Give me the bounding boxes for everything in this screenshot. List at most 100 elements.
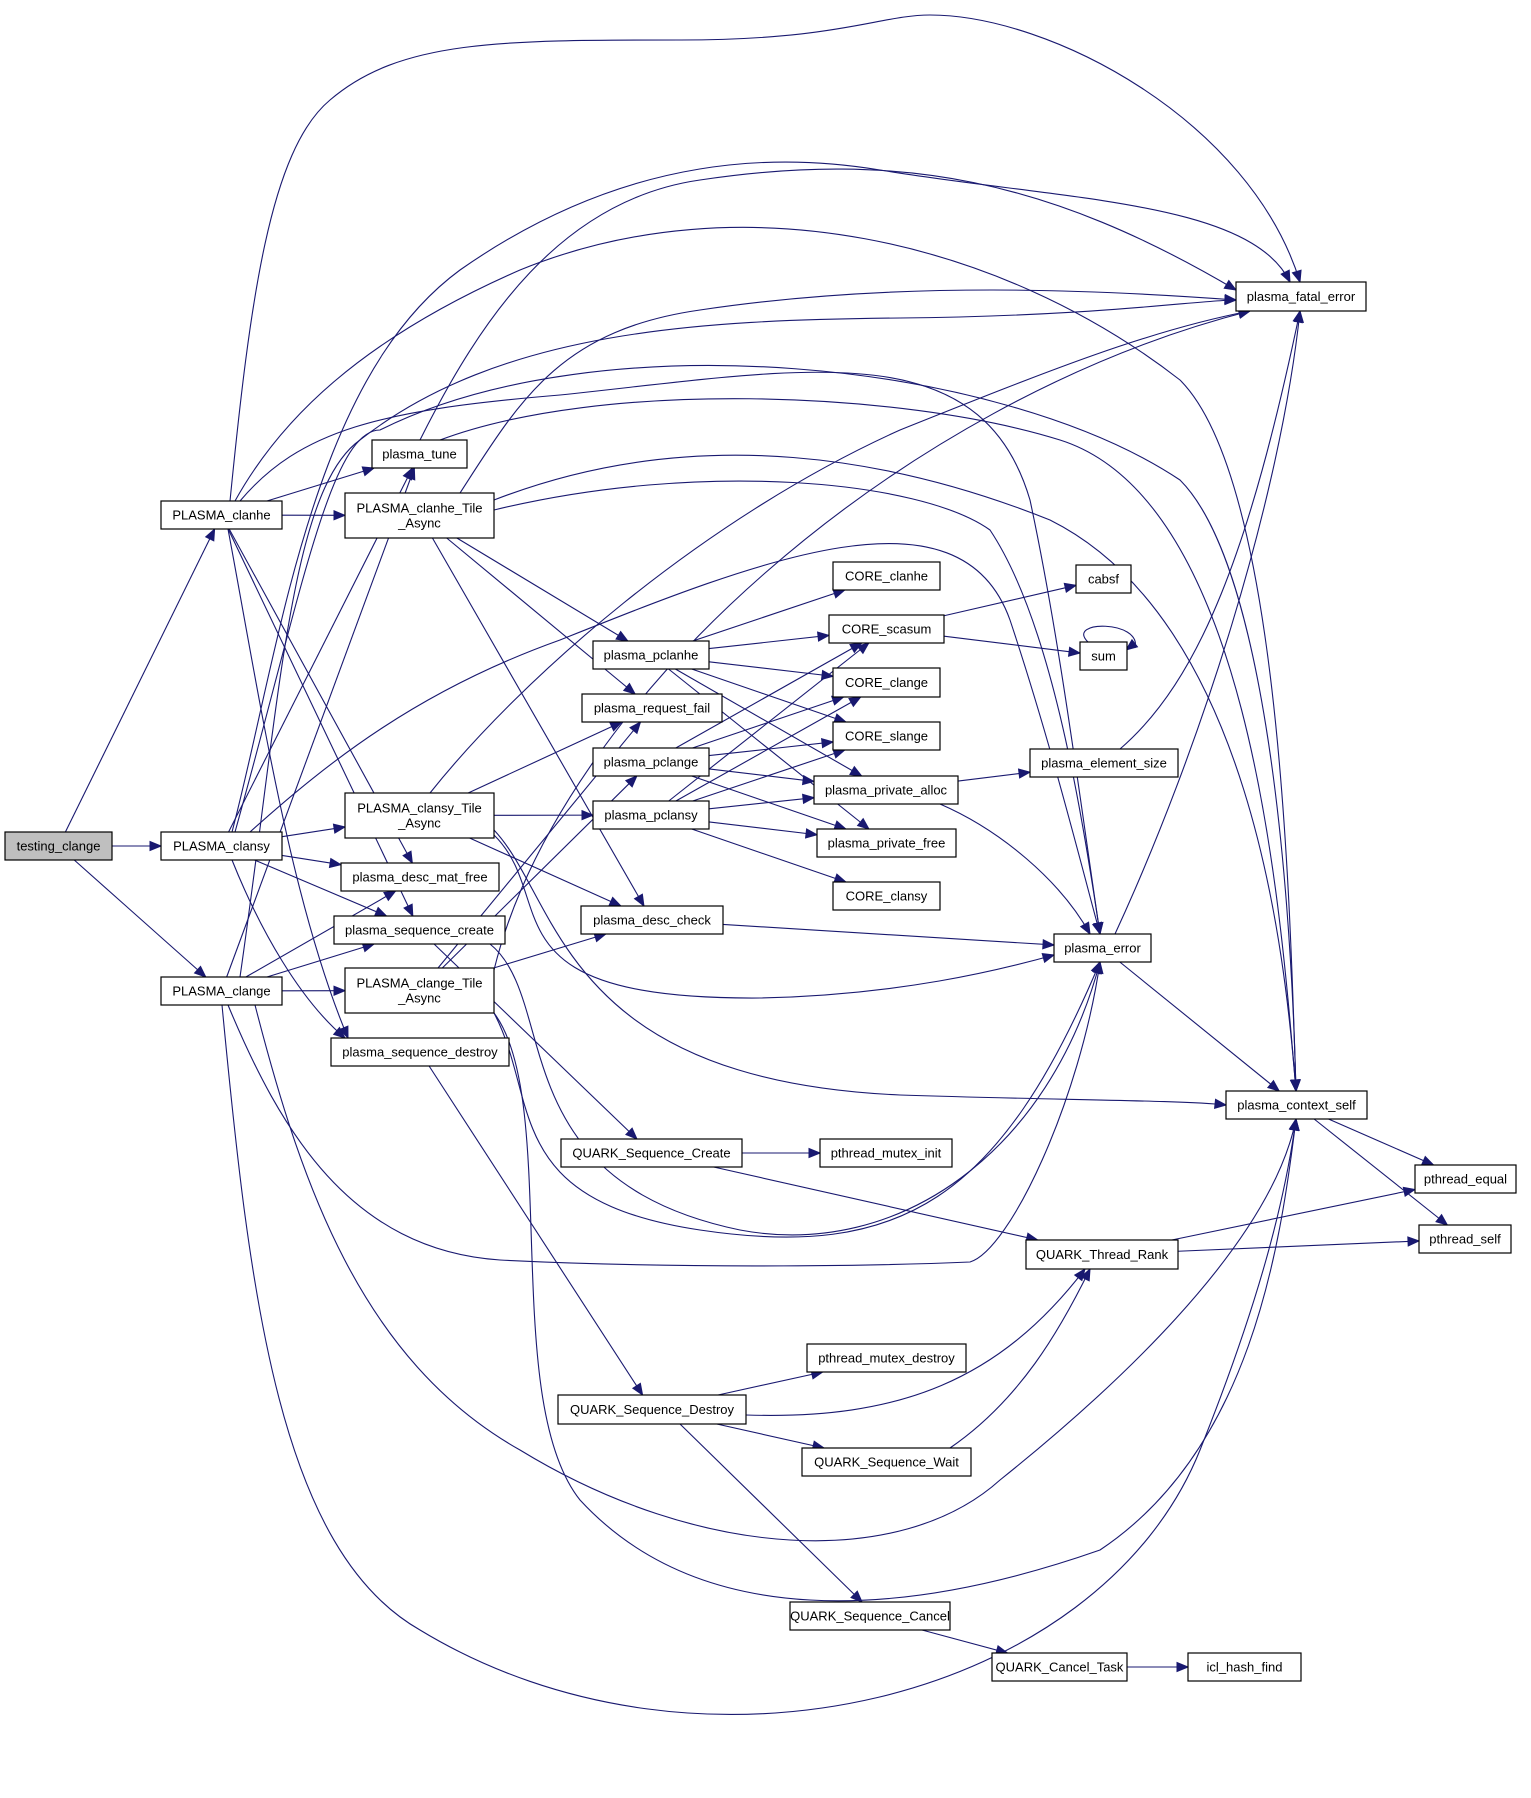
node-plasma_desc_mat_free[interactable]: plasma_desc_mat_free [340, 862, 500, 892]
node-box[interactable] [1079, 641, 1128, 671]
edge-PLASMA_clansy_Tile_Async-to-plasma_error [493, 834, 1056, 999]
node-QUARK_Sequence_Cancel[interactable]: QUARK_Sequence_Cancel [789, 1601, 951, 1631]
node-box[interactable] [1418, 1224, 1512, 1254]
node-box[interactable] [340, 862, 500, 892]
node-box[interactable] [813, 775, 959, 805]
node-pthread_self[interactable]: pthread_self [1418, 1224, 1512, 1254]
node-box[interactable] [160, 976, 283, 1006]
arrowhead [1266, 1079, 1281, 1092]
edge-line [239, 299, 1237, 978]
node-cabsf[interactable]: cabsf [1075, 564, 1132, 594]
node-plasma_desc_check[interactable]: plasma_desc_check [580, 905, 724, 935]
edge-line [939, 803, 1091, 935]
node-box[interactable] [592, 747, 710, 777]
node-box[interactable] [333, 915, 506, 945]
node-PLASMA_clansy_Tile_Async[interactable]: PLASMA_clansy_Tile_Async [344, 792, 495, 839]
arrowhead [816, 631, 831, 642]
node-plasma_sequence_destroy[interactable]: plasma_sequence_destroy [330, 1037, 510, 1067]
node-box[interactable] [789, 1601, 951, 1631]
node-PLASMA_clange_Tile_Async[interactable]: PLASMA_clange_Tile_Async [344, 967, 495, 1014]
node-box[interactable] [828, 614, 945, 644]
node-plasma_private_alloc[interactable]: plasma_private_alloc [813, 775, 959, 805]
node-box[interactable] [160, 831, 283, 861]
node-pthread_equal[interactable]: pthread_equal [1414, 1164, 1517, 1194]
node-plasma_error[interactable]: plasma_error [1053, 933, 1152, 963]
node-box[interactable] [991, 1652, 1128, 1682]
node-box[interactable] [1414, 1164, 1517, 1194]
node-CORE_scasum[interactable]: CORE_scasum [828, 614, 945, 644]
node-PLASMA_clange[interactable]: PLASMA_clange [160, 976, 283, 1006]
node-box[interactable] [560, 1138, 743, 1168]
node-box[interactable] [592, 800, 710, 830]
arrowhead [1067, 646, 1082, 657]
node-PLASMA_clanhe_Tile_Async[interactable]: PLASMA_clanhe_Tile_Async [344, 492, 495, 539]
edge-line [227, 528, 349, 1039]
edge-line [459, 289, 1237, 494]
node-CORE_clansy[interactable]: CORE_clansy [832, 881, 941, 911]
node-PLASMA_clanhe[interactable]: PLASMA_clanhe [160, 500, 283, 530]
node-box[interactable] [1053, 933, 1152, 963]
node-plasma_pclange[interactable]: plasma_pclange [592, 747, 710, 777]
node-box[interactable] [806, 1343, 967, 1373]
edge-PLASMA_clansy-to-plasma_sequence_destroy [231, 859, 347, 1039]
node-plasma_request_fail[interactable]: plasma_request_fail [581, 693, 723, 723]
node-plasma_pclanhe[interactable]: plasma_pclanhe [592, 640, 710, 670]
node-PLASMA_clansy[interactable]: PLASMA_clansy [160, 831, 283, 861]
node-box[interactable] [1075, 564, 1132, 594]
node-label: pthread_mutex_destroy [818, 1351, 955, 1366]
node-box[interactable] [801, 1447, 972, 1477]
node-QUARK_Thread_Rank[interactable]: QUARK_Thread_Rank [1025, 1239, 1179, 1270]
node-box[interactable] [832, 721, 941, 751]
node-QUARK_Sequence_Wait[interactable]: QUARK_Sequence_Wait [801, 1447, 972, 1477]
node-box[interactable] [580, 905, 724, 935]
edge-plasma_sequence_destroy-to-QUARK_Sequence_Destroy [428, 1065, 644, 1397]
node-box[interactable] [816, 828, 957, 858]
node-box[interactable] [160, 500, 283, 530]
node-plasma_tune[interactable]: plasma_tune [371, 439, 468, 469]
node-box[interactable] [1235, 281, 1367, 312]
node-QUARK_Cancel_Task[interactable]: QUARK_Cancel_Task [991, 1652, 1128, 1682]
node-box[interactable] [832, 561, 941, 591]
node-box[interactable] [832, 667, 941, 698]
node-pthread_mutex_destroy[interactable]: pthread_mutex_destroy [806, 1343, 967, 1373]
node-box[interactable] [371, 439, 468, 469]
node-box[interactable] [1029, 748, 1179, 778]
node-label: _Async [397, 816, 441, 831]
node-CORE_clanhe[interactable]: CORE_clanhe [832, 561, 941, 591]
node-box[interactable] [330, 1037, 510, 1067]
node-sum[interactable]: sum [1079, 641, 1128, 671]
node-QUARK_Sequence_Destroy[interactable]: QUARK_Sequence_Destroy [557, 1394, 747, 1425]
node-box[interactable] [1025, 1239, 1179, 1270]
node-box[interactable] [1187, 1652, 1302, 1682]
node-box[interactable] [344, 792, 495, 839]
node-CORE_slange[interactable]: CORE_slange [832, 721, 941, 751]
node-QUARK_Sequence_Create[interactable]: QUARK_Sequence_Create [560, 1138, 743, 1168]
node-plasma_fatal_error[interactable]: plasma_fatal_error [1235, 281, 1367, 312]
node-box[interactable] [592, 640, 710, 670]
node-icl_hash_find[interactable]: icl_hash_find [1187, 1652, 1302, 1682]
node-box[interactable] [557, 1394, 747, 1425]
node-box[interactable] [832, 881, 941, 911]
node-box[interactable] [819, 1138, 953, 1168]
edge-CORE_scasum-to-sum [943, 635, 1082, 657]
node-box[interactable] [581, 693, 723, 723]
arrowhead [1407, 1236, 1421, 1247]
node-testing_clange[interactable]: testing_clange [4, 831, 113, 861]
node-box[interactable] [344, 492, 495, 539]
node-plasma_element_size[interactable]: plasma_element_size [1029, 748, 1179, 778]
node-box[interactable] [1225, 1090, 1368, 1120]
node-plasma_sequence_create[interactable]: plasma_sequence_create [333, 915, 506, 945]
arrowhead [402, 850, 413, 865]
node-label: pthread_mutex_init [831, 1146, 942, 1161]
edge-PLASMA_clange_Tile_Async-to-plasma_desc_check [493, 932, 608, 969]
node-plasma_pclansy[interactable]: plasma_pclansy [592, 800, 710, 830]
node-box[interactable] [344, 967, 495, 1014]
node-CORE_clange[interactable]: CORE_clange [832, 667, 941, 698]
node-box[interactable] [4, 831, 113, 861]
node-pthread_mutex_init[interactable]: pthread_mutex_init [819, 1138, 953, 1168]
edge-testing_clange-to-PLASMA_clansy [112, 840, 163, 852]
edge-plasma_private_alloc-to-plasma_element_size [957, 768, 1032, 782]
node-plasma_context_self[interactable]: plasma_context_self [1225, 1090, 1368, 1120]
node-plasma_private_free[interactable]: plasma_private_free [816, 828, 957, 858]
